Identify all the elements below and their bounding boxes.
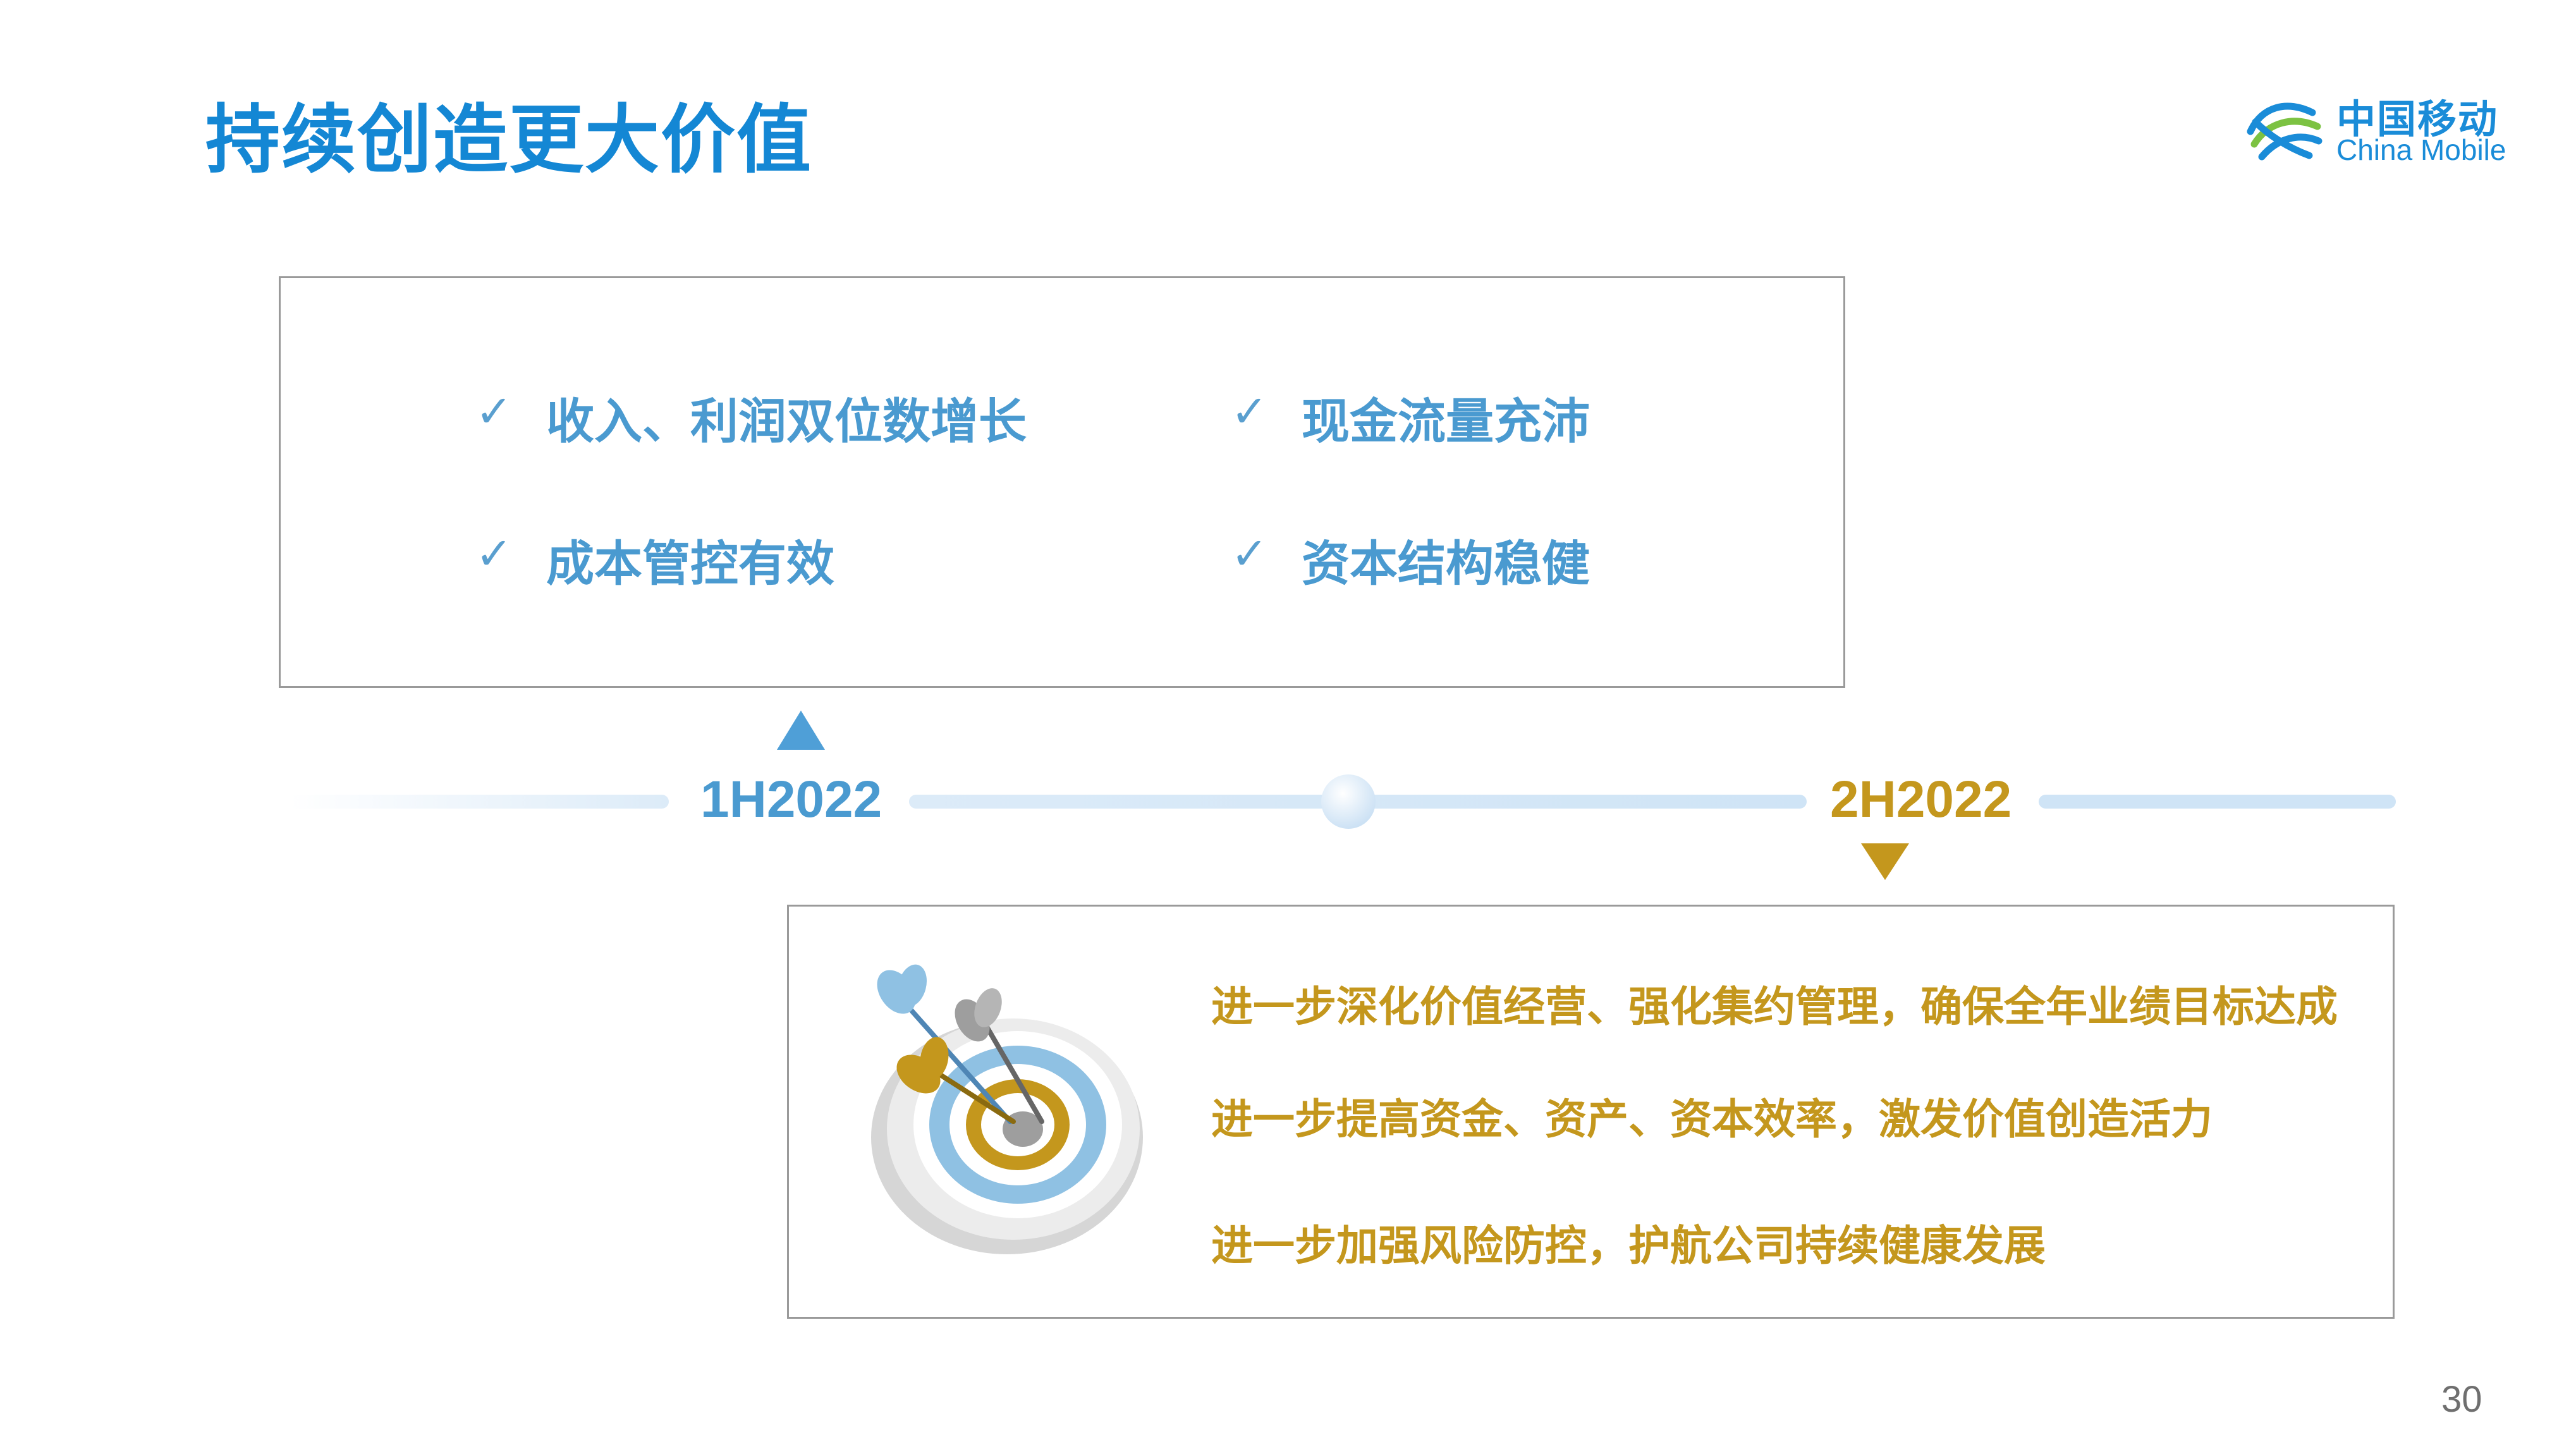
triangle-up-icon xyxy=(777,711,825,750)
timeline-segment xyxy=(290,795,669,809)
achievement-cost-control: 成本管控有效 xyxy=(546,535,834,592)
timeline-midpoint-dot xyxy=(1321,774,1376,829)
achievement-revenue-profit: 收入、利润双位数增长 xyxy=(546,393,1027,449)
achievements-box: ✓ 收入、利润双位数增长 ✓ 现金流量充沛 ✓ 成本管控有效 ✓ 资本结构稳健 xyxy=(279,276,1845,688)
triangle-down-icon xyxy=(1861,843,1909,880)
goals-box: 进一步深化价值经营、强化集约管理，确保全年业绩目标达成 进一步提高资金、资产、资… xyxy=(787,905,2395,1319)
checkmark-icon: ✓ xyxy=(475,528,513,580)
achievement-cash-flow: 现金流量充沛 xyxy=(1302,393,1590,449)
goal-item-1: 进一步深化价值经营、强化集约管理，确保全年业绩目标达成 xyxy=(1211,982,2338,1031)
dartboard-icon xyxy=(871,964,1143,1254)
logo-text-en: China Mobile xyxy=(2336,133,2506,166)
page-number: 30 xyxy=(2441,1379,2482,1420)
checkmark-icon: ✓ xyxy=(1231,528,1268,580)
checkmark-icon: ✓ xyxy=(475,386,513,437)
timeline-label-1h2022: 1H2022 xyxy=(700,771,882,828)
timeline-segment xyxy=(2039,795,2396,809)
goal-item-2: 进一步提高资金、资产、资本效率，激发价值创造活力 xyxy=(1211,1095,2213,1144)
page-title: 持续创造更大价值 xyxy=(205,96,813,183)
goal-item-3: 进一步加强风险防控，护航公司持续健康发展 xyxy=(1211,1221,2046,1270)
china-mobile-logo-icon xyxy=(2247,102,2323,161)
checkmark-icon: ✓ xyxy=(1231,386,1268,437)
china-mobile-logo: 中国移动 China Mobile xyxy=(2243,87,2506,169)
timeline-label-2h2022: 2H2022 xyxy=(1830,771,2012,828)
logo-text-cn: 中国移动 xyxy=(2336,96,2499,142)
achievement-capital-structure: 资本结构稳健 xyxy=(1302,535,1590,592)
